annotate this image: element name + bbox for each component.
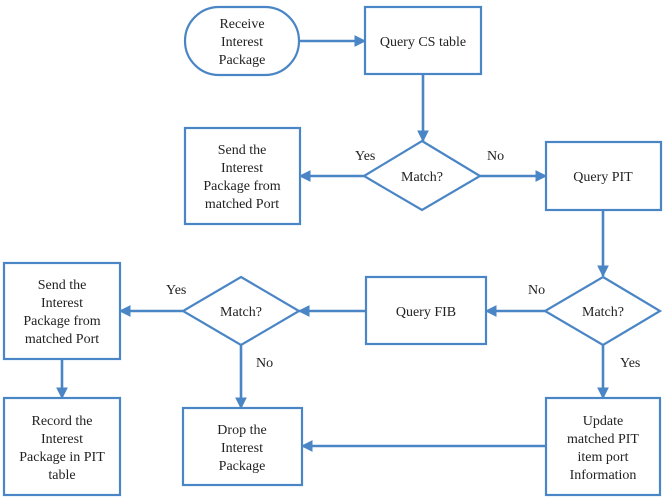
node-match-fib-text: Match? [220,305,262,320]
node-line: matched PIT [567,432,639,447]
node-line: Interest [221,35,263,50]
node-query-fib-text: Query FIB [396,305,456,320]
node-match-cs-text: Match? [401,170,443,185]
node-line: Match? [220,305,262,320]
node-line: matched Port [25,332,99,347]
node-line: item port [578,450,629,465]
edge-label-fib-yes: Yes [166,283,186,298]
node-send-cs-shape [183,126,302,226]
edge-label-pit-yes: Yes [620,356,640,371]
node-line: Record the [31,414,92,429]
node-record-pit-shape [2,396,122,497]
node-line: Query PIT [573,170,633,185]
node-line: Interest [41,296,83,311]
edge-label-cs-no: No [487,149,504,164]
node-match-fib-shape [180,275,302,347]
node-line: Package from [23,314,100,329]
node-line: Package [219,459,266,474]
node-query-fib-shape [364,275,488,346]
node-send-fib-shape [2,261,122,361]
node-update-pit-shape [544,396,662,497]
node-receive-shape [183,5,301,77]
connectors [56,35,609,452]
node-line: Update [583,414,623,429]
edge-label-fib-no: No [256,356,273,371]
node-line: Query FIB [396,305,456,320]
edge-labels: Yes No No Yes Yes No [166,149,640,371]
node-line: Receive [219,17,264,32]
node-line: Package [219,53,266,68]
node-line: Information [570,468,637,483]
node-line: Package in PIT [19,450,105,465]
node-query-cs-shape [363,5,483,76]
node-match-pit-shape [542,275,663,347]
node-line: Query CS table [380,35,466,50]
node-query-cs-text: Query CS table [380,35,466,50]
node-line: Match? [582,305,624,320]
node-match-cs-shape [361,139,483,212]
node-line: Package from [203,179,280,194]
node-line: Interest [221,161,263,176]
node-query-pit-text: Query PIT [573,170,633,185]
node-drop-shape [181,406,304,487]
node-line: Match? [401,170,443,185]
edge-label-cs-yes: Yes [355,149,375,164]
node-line: Send the [38,278,87,293]
node-match-pit-text: Match? [582,305,624,320]
edge-label-pit-no: No [528,283,545,298]
node-line: Interest [41,432,83,447]
node-line: matched Port [205,197,279,212]
node-line: table [48,468,75,483]
node-line: Interest [221,441,263,456]
shapes [2,5,663,497]
node-query-pit-shape [544,140,663,212]
node-line: Drop the [217,423,266,438]
node-line: Send the [218,143,267,158]
